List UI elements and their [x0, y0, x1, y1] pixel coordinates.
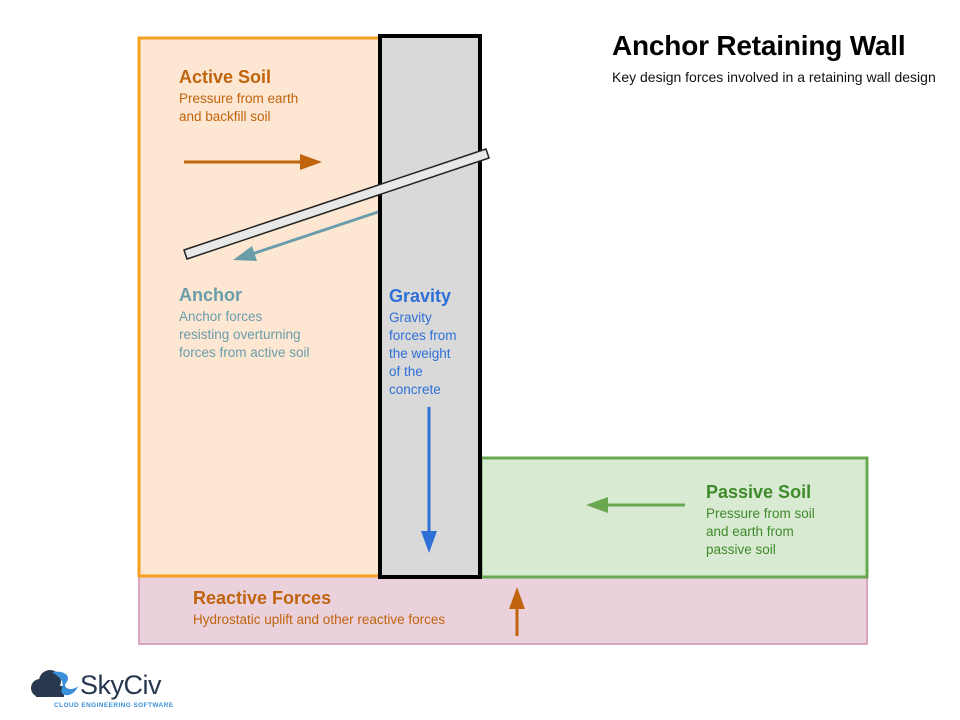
anchor-heading: Anchor	[179, 285, 242, 305]
anchor-description-line1: Anchor forces	[179, 309, 263, 324]
anchor-description-line2: resisting overturning	[179, 327, 301, 342]
gravity-description-line5: concrete	[389, 382, 441, 397]
passive-soil-description-line2: and earth from	[706, 524, 794, 539]
gravity-description-line4: of the	[389, 364, 423, 379]
gravity-description-line3: the weight	[389, 346, 451, 361]
passive-soil-description-line1: Pressure from soil	[706, 506, 815, 521]
cloud-icon	[31, 670, 78, 697]
active-soil-heading: Active Soil	[179, 67, 272, 87]
skyciv-logo: SkyCiv CLOUD ENGINEERING SOFTWARE	[28, 664, 178, 714]
passive-soil-description-line3: passive soil	[706, 542, 776, 557]
anchor-rod	[183, 148, 490, 260]
reactive-forces-zone	[138, 575, 868, 645]
gravity-arrow	[421, 407, 437, 553]
logo-tagline: CLOUD ENGINEERING SOFTWARE	[54, 702, 174, 709]
diagram-subtitle: Key design forces involved in a retainin…	[612, 69, 936, 85]
gravity-description-line2: forces from	[389, 328, 457, 343]
active-soil-arrow	[184, 154, 322, 170]
passive-soil-arrow	[586, 497, 685, 513]
gravity-description-line1: Gravity	[389, 310, 432, 325]
anchor-force-arrow	[233, 210, 379, 261]
gravity-heading: Gravity	[389, 286, 452, 306]
active-soil-description-line2: and backfill soil	[179, 109, 271, 124]
reactive-force-arrow	[509, 587, 525, 636]
logo-name: SkyCiv	[80, 670, 162, 700]
active-soil-description-line1: Pressure from earth	[179, 91, 299, 106]
anchor-description-line3: forces from active soil	[179, 345, 310, 360]
passive-soil-zone	[479, 456, 869, 579]
diagram-title: Anchor Retaining Wall	[612, 30, 906, 61]
reactive-forces-heading: Reactive Forces	[193, 588, 332, 608]
passive-soil-heading: Passive Soil	[706, 482, 812, 502]
active-soil-zone	[137, 36, 382, 578]
reactive-forces-description: Hydrostatic uplift and other reactive fo…	[193, 612, 446, 627]
